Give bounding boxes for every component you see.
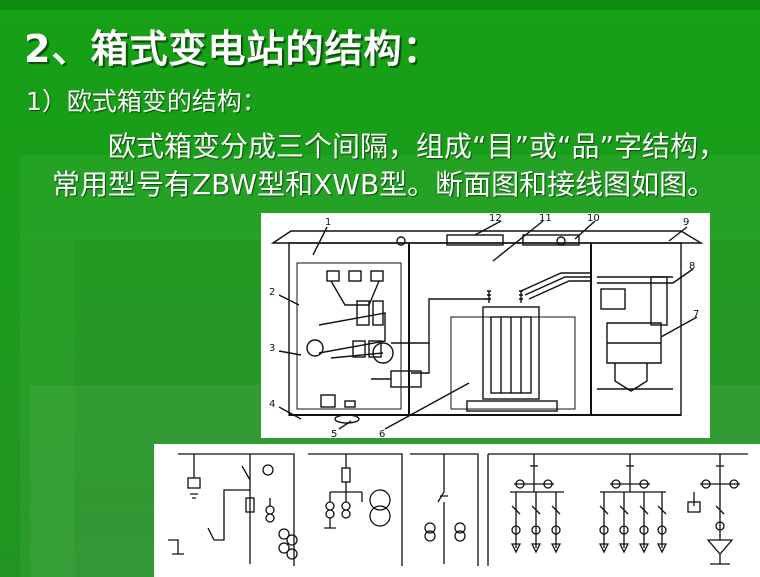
hv-panel-frame xyxy=(178,453,295,566)
wiring-diagram-svg xyxy=(168,453,748,566)
callout-9: 9 xyxy=(683,217,689,228)
slide-subtitle: 1）欧式箱变的结构： xyxy=(26,87,267,116)
feeder-panel-frame xyxy=(410,453,479,566)
wiring-diagram xyxy=(154,444,760,577)
slide-title: 2、箱式变电站的结构： xyxy=(24,27,442,71)
section-drawing-svg: 1 2 3 4 5 6 7 8 9 10 11 12 xyxy=(269,213,704,438)
slide-paragraph: 欧式箱变分成三个间隔，组成“目”或“品”字结构，常用型号有ZBW型和XWB型。断… xyxy=(52,130,727,201)
callout-labels: 1 2 3 4 5 6 7 8 9 10 11 12 xyxy=(269,213,699,438)
callout-1: 1 xyxy=(325,217,331,228)
callout-8: 8 xyxy=(689,261,695,272)
callout-11: 11 xyxy=(539,213,552,224)
callout-6: 6 xyxy=(379,429,385,438)
top-band xyxy=(0,0,760,10)
callout-5: 5 xyxy=(331,429,337,438)
callout-3: 3 xyxy=(269,343,275,354)
callout-2: 2 xyxy=(269,287,275,298)
section-drawing: 1 2 3 4 5 6 7 8 9 10 11 12 xyxy=(261,213,710,438)
roof-outline xyxy=(270,230,704,244)
transformer-panel-frame xyxy=(308,453,403,566)
callout-4: 4 xyxy=(269,399,275,410)
callout-12: 12 xyxy=(489,213,502,224)
callout-10: 10 xyxy=(587,213,600,224)
callout-7: 7 xyxy=(693,309,699,320)
